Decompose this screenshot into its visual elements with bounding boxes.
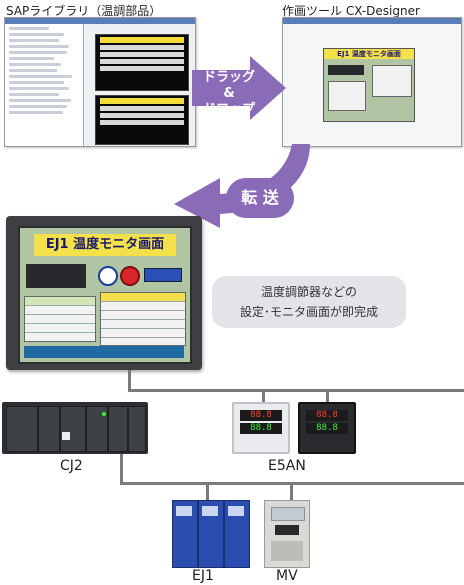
transfer-arrow — [174, 144, 310, 228]
drag-drop-line2: & — [223, 86, 235, 101]
hmi-setting-table-left — [24, 296, 96, 342]
wire-e5an-drop-1 — [262, 389, 265, 403]
ej1-unit — [172, 500, 250, 568]
wire-hmi-drop — [128, 370, 131, 392]
callout-bubble: 温度調節器などの 設定･モニタ画面が即完成 — [212, 276, 406, 328]
hmi-screen-title: EJ1 温度モニタ画面 — [34, 234, 176, 256]
callout-line-2: 設定･モニタ画面が即完成 — [239, 305, 378, 319]
hmi-round-button-1[interactable] — [98, 266, 118, 286]
wire-ej1-drop — [206, 482, 209, 504]
hmi-screen: EJ1 温度モニタ画面 — [18, 226, 192, 364]
cx-titlebar — [283, 18, 461, 24]
plc-cj2 — [2, 402, 148, 454]
e5an-label: E5AN — [268, 458, 306, 474]
hmi-status-panel — [26, 264, 86, 288]
mv-label: MV — [276, 568, 298, 584]
mv-inverter — [264, 500, 310, 568]
ej1-label: EJ1 — [192, 568, 214, 584]
wire-plc-drop — [120, 450, 123, 484]
hmi-setting-table-right — [100, 292, 186, 346]
transfer-badge: 転 送 — [226, 178, 294, 218]
wire-e5an-drop-2 — [326, 389, 329, 403]
wire-mv-drop — [290, 482, 293, 504]
cx-designer-screenshot: EJ1 温度モニタ画面 — [282, 17, 462, 147]
sap-tree-pane — [5, 24, 84, 146]
callout-line-1: 温度調節器などの — [260, 285, 357, 299]
e5an-controller-1: 88.8 88.8 — [232, 402, 290, 454]
plc-label: CJ2 — [60, 458, 83, 474]
hmi-bottom-bar — [24, 346, 184, 358]
drag-drop-line1: ドラッグ — [202, 70, 255, 85]
hmi-touch-panel: EJ1 温度モニタ画面 — [6, 216, 202, 370]
sap-part-preview-top — [95, 34, 189, 91]
sap-part-preview-bottom — [95, 95, 189, 145]
hmi-blue-button[interactable] — [144, 268, 182, 282]
drag-drop-arrow — [192, 56, 286, 120]
cx-designer-label: 作画ツール CX-Designer — [282, 4, 420, 18]
wire-top-bus — [128, 389, 464, 392]
sap-titlebar — [5, 18, 195, 24]
transfer-label: 転 送 — [241, 188, 279, 207]
drag-drop-line3: ドロップ — [202, 102, 255, 117]
hmi-round-button-2[interactable] — [120, 266, 140, 286]
sap-library-label: SAPライブラリ（温調部品） — [6, 4, 162, 18]
drag-drop-arrow-label: ドラッグ & ドロップ — [194, 70, 264, 118]
cx-canvas: EJ1 温度モニタ画面 — [323, 48, 415, 122]
sap-library-screenshot — [4, 17, 196, 147]
cx-screen-title: EJ1 温度モニタ画面 — [324, 49, 414, 59]
e5an-controller-2: 88.8 88.8 — [298, 402, 356, 454]
